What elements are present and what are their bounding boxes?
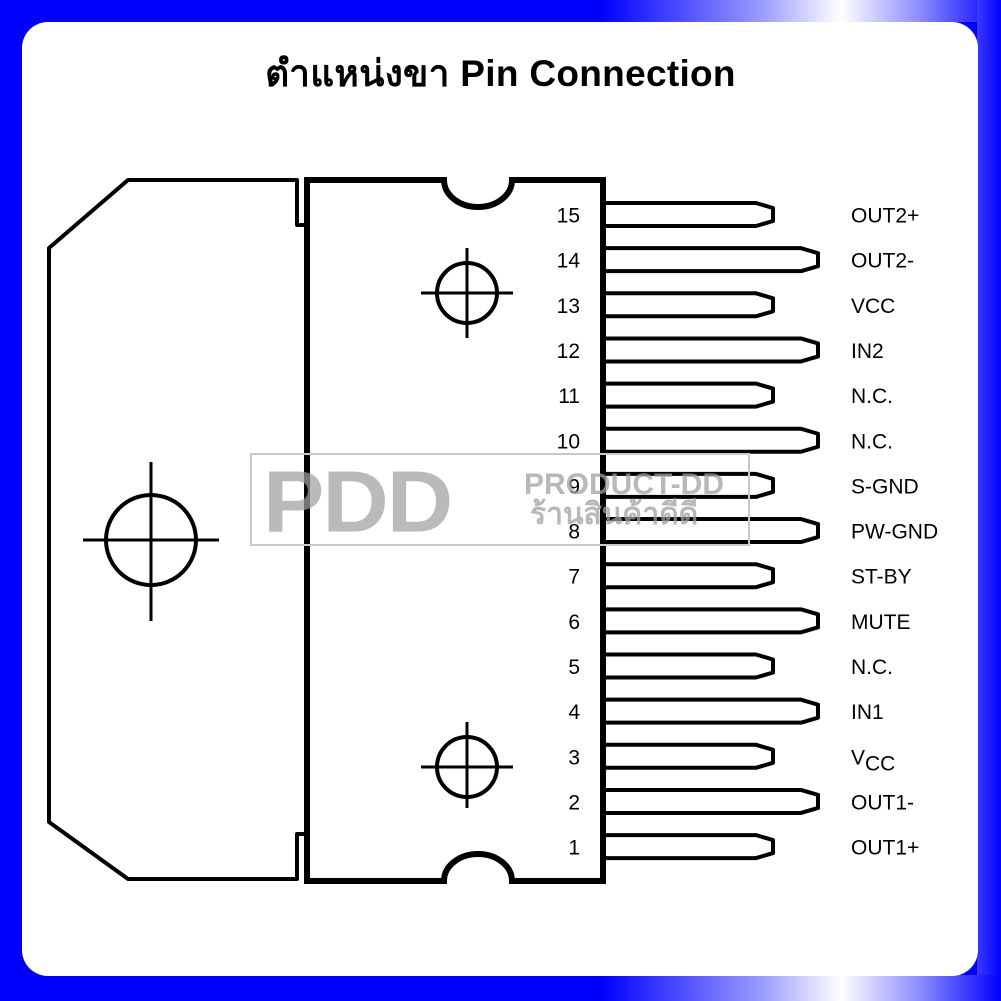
pin-label: N.C. <box>851 430 893 453</box>
pin-14: 14 OUT2- <box>557 246 914 274</box>
frame-right <box>977 0 1001 1001</box>
ic-body-outline <box>304 177 606 884</box>
pin-number: 3 <box>568 746 580 769</box>
page-title: ตำแหน่งขา Pin Connection <box>265 53 736 94</box>
pin-13: 13 VCC <box>557 291 895 319</box>
pin-label: OUT2- <box>851 250 914 273</box>
pin-lead <box>606 291 775 319</box>
pin-1: 1 OUT1+ <box>568 833 919 861</box>
pin-lead <box>606 246 820 274</box>
pin-label: OUT1- <box>851 791 914 814</box>
pin-number: 10 <box>557 430 580 453</box>
pin-lead <box>606 742 775 770</box>
pin-label: ST-BY <box>851 566 912 589</box>
pin-5: 5 N.C. <box>568 652 893 680</box>
pin-lead <box>606 652 775 680</box>
pin-8: 8 PW-GND <box>568 517 938 545</box>
pin-label: N.C. <box>851 656 893 679</box>
pin-15: 15 OUT2+ <box>557 201 919 228</box>
watermark-brand: PRODUCT-DD <box>524 468 724 501</box>
pin-number: 12 <box>557 340 580 363</box>
pin-6: 6 MUTE <box>568 607 911 635</box>
pin-number: 8 <box>568 521 580 544</box>
pin-3: 3 VCC <box>568 742 895 775</box>
pin-lead <box>606 471 775 499</box>
pin-label: PW-GND <box>851 521 938 544</box>
pin-number: 15 <box>557 205 580 228</box>
pin-9: 9 S-GND <box>568 471 919 499</box>
pin-2: 2 OUT1- <box>568 787 914 815</box>
pin-label: S-GND <box>851 475 919 498</box>
pin-lead <box>606 426 820 454</box>
pin-lead <box>606 517 820 545</box>
pin-label: VCC <box>851 295 895 318</box>
pin-lead <box>606 833 775 861</box>
pin-10: 10 N.C. <box>557 426 893 454</box>
pin-7: 7 ST-BY <box>568 562 912 590</box>
pin-number: 1 <box>568 837 580 860</box>
pin-12: 12 IN2 <box>557 336 884 364</box>
pin-lead <box>606 336 820 364</box>
heatsink-tab-outline <box>47 178 307 881</box>
frame-bottom-gradient <box>0 975 1001 1001</box>
pin-number: 11 <box>558 385 580 408</box>
pin-lead <box>606 787 820 815</box>
frame-top-gradient <box>0 0 1001 22</box>
pin-label: OUT1+ <box>851 837 919 860</box>
pin-lead <box>606 697 820 725</box>
pin-number: 7 <box>568 566 580 589</box>
pin-11: 11 N.C. <box>558 381 893 409</box>
pin-number: 2 <box>568 791 580 814</box>
pin-lead <box>606 201 775 228</box>
pin-lead <box>606 381 775 409</box>
pin-label: MUTE <box>851 611 911 634</box>
watermark-box <box>250 453 750 546</box>
pin-label: IN1 <box>851 701 884 724</box>
watermark-logo: PDD <box>263 453 453 551</box>
pin-lead <box>606 562 775 590</box>
mounting-hole-top-icon <box>421 248 513 338</box>
pin-label: VCC <box>851 746 895 775</box>
pin-label: OUT2+ <box>851 205 919 228</box>
pin-number: 5 <box>568 656 580 679</box>
mounting-hole-large-icon <box>83 462 219 621</box>
pin-number: 9 <box>568 475 580 498</box>
pin-4: 4 IN1 <box>568 697 884 725</box>
pin-label: N.C. <box>851 385 893 408</box>
pin-label: IN2 <box>851 340 884 363</box>
pin-number: 6 <box>568 611 580 634</box>
mounting-hole-bottom-icon <box>421 722 513 808</box>
watermark-thai: ร้านสินค้าดีดี <box>530 498 699 531</box>
pin-number: 14 <box>557 250 581 273</box>
pin-lead <box>606 607 820 635</box>
pin-number: 13 <box>557 295 580 318</box>
pin-number: 4 <box>568 701 580 724</box>
